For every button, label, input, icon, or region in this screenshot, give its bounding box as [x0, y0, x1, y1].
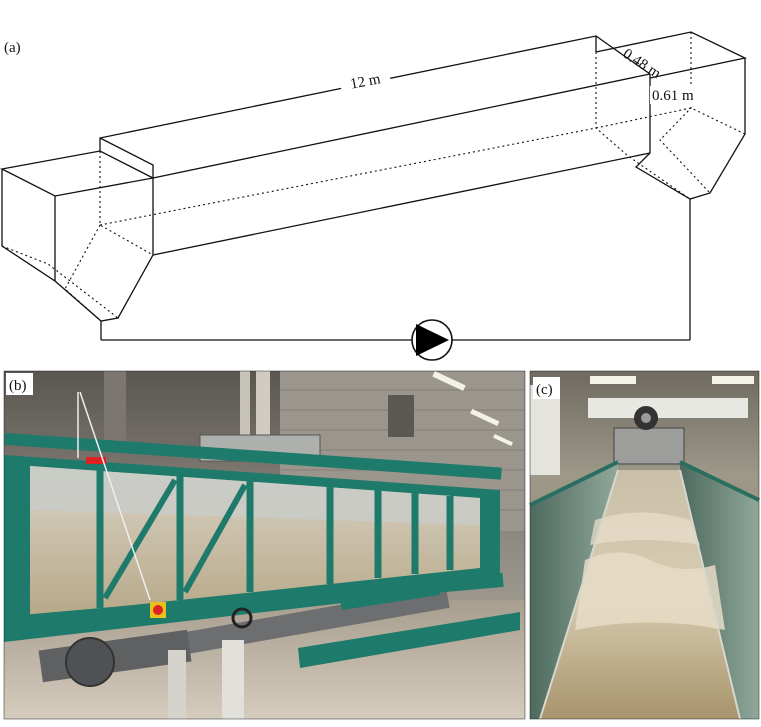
panel-a-label: (a): [4, 40, 21, 56]
length-dimension: 12 m: [349, 71, 382, 93]
inlet-tank: [0, 150, 156, 340]
width-dimension: 0.48 m: [620, 46, 664, 82]
panel-c-label: (c): [536, 382, 553, 398]
outlet-tank: [595, 31, 748, 340]
panel-b-label: (b): [9, 378, 27, 394]
photo-flume-side-view: (b): [3, 370, 526, 720]
height-dimension: 0.61 m: [652, 88, 694, 104]
pump-symbol-icon: [411, 319, 453, 361]
flume-schematic: 12 m 0.48 m 0.61 m (a): [0, 31, 748, 361]
photo-flume-end-view: (c): [529, 370, 760, 720]
